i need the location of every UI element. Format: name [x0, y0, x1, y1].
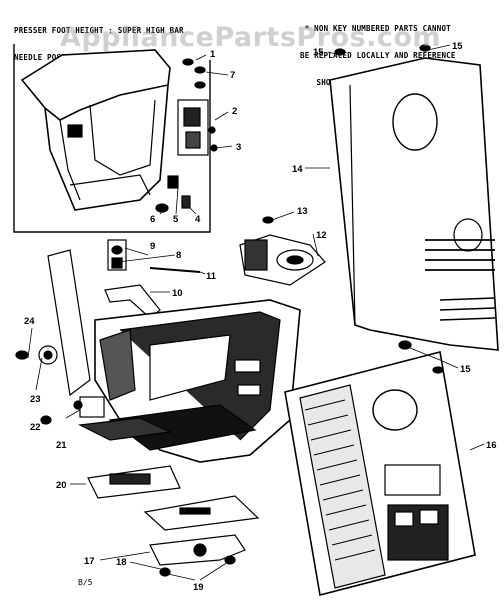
top-cover-part	[20, 49, 171, 211]
callout-15-top-right: 15	[452, 41, 463, 52]
non-key-parts-note-line-2: BE REPLACED LOCALLY AND REFERENCE	[300, 51, 456, 60]
callout-1: 1	[210, 49, 216, 60]
callout-7: 7	[230, 70, 235, 81]
callout-5: 5	[173, 214, 179, 225]
parts-8-to-11	[104, 239, 201, 319]
callout-6: 6	[150, 214, 155, 225]
leader-lines	[27, 44, 485, 581]
callout-20: 20	[56, 480, 67, 491]
bottom-bracket-part	[143, 495, 260, 577]
presser-mechanism-part	[177, 99, 218, 156]
needle-plate-part	[87, 465, 181, 499]
callout-3: 3	[236, 142, 241, 153]
detail-box-border	[13, 44, 211, 233]
callout-24: 24	[24, 316, 35, 327]
callout-17: 17	[84, 556, 95, 567]
callout-11: 11	[206, 271, 217, 282]
callout-12: 12	[316, 230, 327, 241]
callout-4: 4	[195, 214, 201, 225]
side-cover-part	[329, 57, 499, 351]
presser-foot-note-line-1: PRESSER FOOT HEIGHT : SUPER HIGH BAR	[14, 26, 184, 35]
callout-16: 16	[486, 440, 497, 451]
left-side-bracket-part	[15, 249, 173, 441]
callout-22: 22	[30, 422, 41, 433]
screws-15	[334, 44, 444, 374]
screws-set-7	[182, 58, 206, 89]
callout-14: 14	[292, 164, 303, 175]
small-parts-4-5-6	[155, 175, 191, 213]
callout-21: 21	[56, 440, 67, 451]
non-key-parts-note-line-1: * NON KEY NUMBERED PARTS CANNOT	[304, 24, 451, 33]
callout-13: 13	[297, 206, 308, 217]
callout-10: 10	[172, 288, 183, 299]
callout-8: 8	[176, 250, 181, 261]
front-panel-part	[284, 351, 476, 596]
page-footer-code: B/5	[78, 578, 93, 587]
callout-labels: 1 2 3 4 5 6 7 8 9 10 11 12 13 14 15 15 1…	[24, 41, 497, 593]
callout-2: 2	[232, 106, 237, 117]
callout-23: 23	[30, 394, 41, 405]
motor-assembly-part	[239, 216, 326, 286]
callout-19: 19	[193, 582, 204, 593]
watermark: AppliancePartsPros.com	[60, 22, 442, 53]
callout-15-lower: 15	[460, 364, 471, 375]
callout-18: 18	[116, 557, 127, 568]
callout-15-top-left: 15	[313, 47, 324, 58]
callout-9: 9	[150, 241, 155, 252]
